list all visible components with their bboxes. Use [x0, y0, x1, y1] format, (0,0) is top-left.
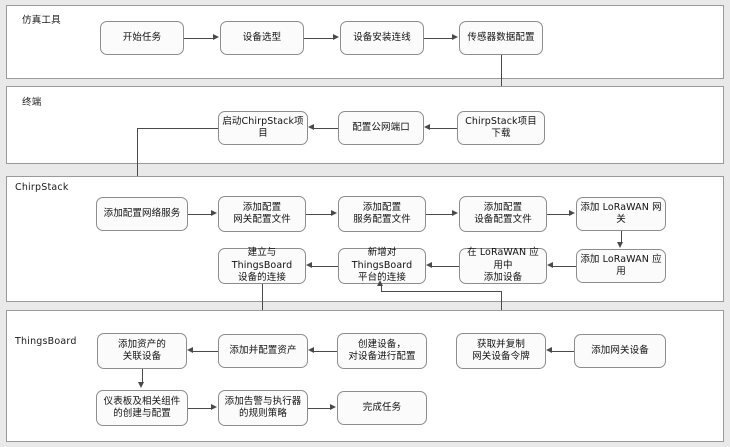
node-add-device-in-lorawan-app[interactable]: 在 LoRaWAN 应用中 添加设备 — [459, 247, 547, 284]
node-add-configure-asset[interactable]: 添加并配置资产 — [218, 334, 308, 368]
edge-n7-n6-arrow — [424, 124, 430, 131]
node-device-selection[interactable]: 设备选型 — [220, 21, 304, 55]
node-get-copy-gateway-token[interactable]: 获取并复制 网关设备令牌 — [456, 333, 546, 369]
edge-n23-n24-arrow — [330, 404, 336, 411]
edge-n19-n20-arrow — [308, 347, 314, 354]
node-build-thingsboard-device-connection[interactable]: 建立与ThingsBoard 设备的连接 — [218, 247, 306, 284]
node-add-lorawan-gateway[interactable]: 添加 LoRaWAN 网关 — [576, 197, 666, 231]
edge-n14-n15 — [432, 266, 459, 267]
edge-n5-n8-v — [137, 128, 138, 191]
edge-n11-n12 — [547, 214, 570, 215]
edge-n6-n5 — [314, 128, 338, 129]
edge-n8-n9-arrow — [211, 210, 217, 217]
node-device-install-wiring[interactable]: 设备安装连线 — [340, 21, 424, 55]
edge-n8-n9 — [188, 214, 212, 215]
node-sensor-data-config[interactable]: 传感器数据配置 — [459, 21, 543, 55]
edge-n23-n24 — [308, 408, 331, 409]
edge-n3-n4 — [424, 38, 453, 39]
node-add-service-config-file[interactable]: 添加配置 服务配置文件 — [338, 196, 426, 232]
edge-n18-n15-h — [381, 291, 502, 292]
node-add-gateway-device[interactable]: 添加网关设备 — [574, 334, 666, 368]
edge-n17-n18-arrow — [546, 347, 552, 354]
edge-n18-n15-arrow — [377, 280, 384, 286]
edge-n2-n3 — [304, 38, 334, 39]
edge-n15-n16-arrow — [306, 262, 312, 269]
edge-n1-n2 — [184, 38, 214, 39]
edge-n19-n20 — [314, 351, 337, 352]
edge-n17-n18 — [552, 351, 574, 352]
edge-n10-n11 — [426, 214, 453, 215]
lane-label-sim: 仿真工具 — [22, 15, 61, 26]
edge-n21-n22-arrow — [138, 382, 145, 388]
node-start-chirpstack-project[interactable]: 启动ChirpStack项目 — [218, 111, 308, 145]
node-add-thingsboard-platform-connection[interactable]: 新增对ThingsBoard 平台的连接 — [338, 247, 426, 284]
lane-label-terminal: 终端 — [22, 97, 42, 108]
edge-n13-n14 — [553, 266, 576, 267]
edge-n5-n8-h — [137, 128, 218, 129]
edge-n11-n12-arrow — [569, 210, 575, 217]
node-add-asset-related-device[interactable]: 添加资产的 关联设备 — [97, 333, 187, 369]
edge-n4-n7 — [501, 55, 502, 115]
edge-n6-n5-arrow — [308, 124, 314, 131]
edge-n9-n10-arrow — [331, 210, 337, 217]
node-add-alarm-rule-chain[interactable]: 添加告警与执行器 的规则策略 — [218, 390, 308, 426]
edge-n15-n16 — [312, 266, 338, 267]
edge-n10-n11-arrow — [452, 210, 458, 217]
edge-n13-n14-arrow — [547, 262, 553, 269]
edge-n20-n21 — [193, 351, 218, 352]
node-create-configure-device[interactable]: 创建设备， 对设备进行配置 — [337, 333, 427, 369]
edge-n2-n3-arrow — [333, 34, 339, 41]
edge-n22-n23-arrow — [211, 404, 217, 411]
edge-n12-n13 — [621, 231, 622, 243]
edge-n21-n22 — [142, 369, 143, 383]
lane-label-thingsboard: ThingsBoard — [15, 336, 77, 347]
edge-n22-n23 — [188, 408, 212, 409]
node-chirpstack-project-download[interactable]: ChirpStack项目下载 — [457, 111, 545, 145]
edge-n18-n15-v3 — [381, 285, 382, 292]
node-add-lorawan-application[interactable]: 添加 LoRaWAN 应用 — [576, 249, 666, 283]
edge-n3-n4-arrow — [452, 34, 458, 41]
edge-n9-n10 — [306, 214, 332, 215]
edge-n14-n15-arrow — [426, 262, 432, 269]
node-config-public-port[interactable]: 配置公网端口 — [338, 111, 424, 145]
node-add-network-service[interactable]: 添加配置网络服务 — [96, 197, 188, 231]
edge-n1-n2-arrow — [213, 34, 219, 41]
edge-n20-n21-arrow — [187, 347, 193, 354]
edge-n16-n19-v1 — [262, 284, 263, 334]
node-add-gateway-config-file[interactable]: 添加配置 网关配置文件 — [218, 196, 306, 232]
lane-label-chirpstack: ChirpStack — [15, 182, 69, 193]
node-dashboard-create-configure[interactable]: 仪表板及相关组件 的创建与配置 — [96, 390, 188, 426]
node-finish-task[interactable]: 完成任务 — [337, 391, 427, 425]
node-add-device-config-file[interactable]: 添加配置 设备配置文件 — [459, 196, 547, 232]
node-start-task[interactable]: 开始任务 — [100, 21, 184, 55]
edge-n12-n13-arrow — [617, 242, 624, 248]
edge-n7-n6 — [430, 128, 457, 129]
